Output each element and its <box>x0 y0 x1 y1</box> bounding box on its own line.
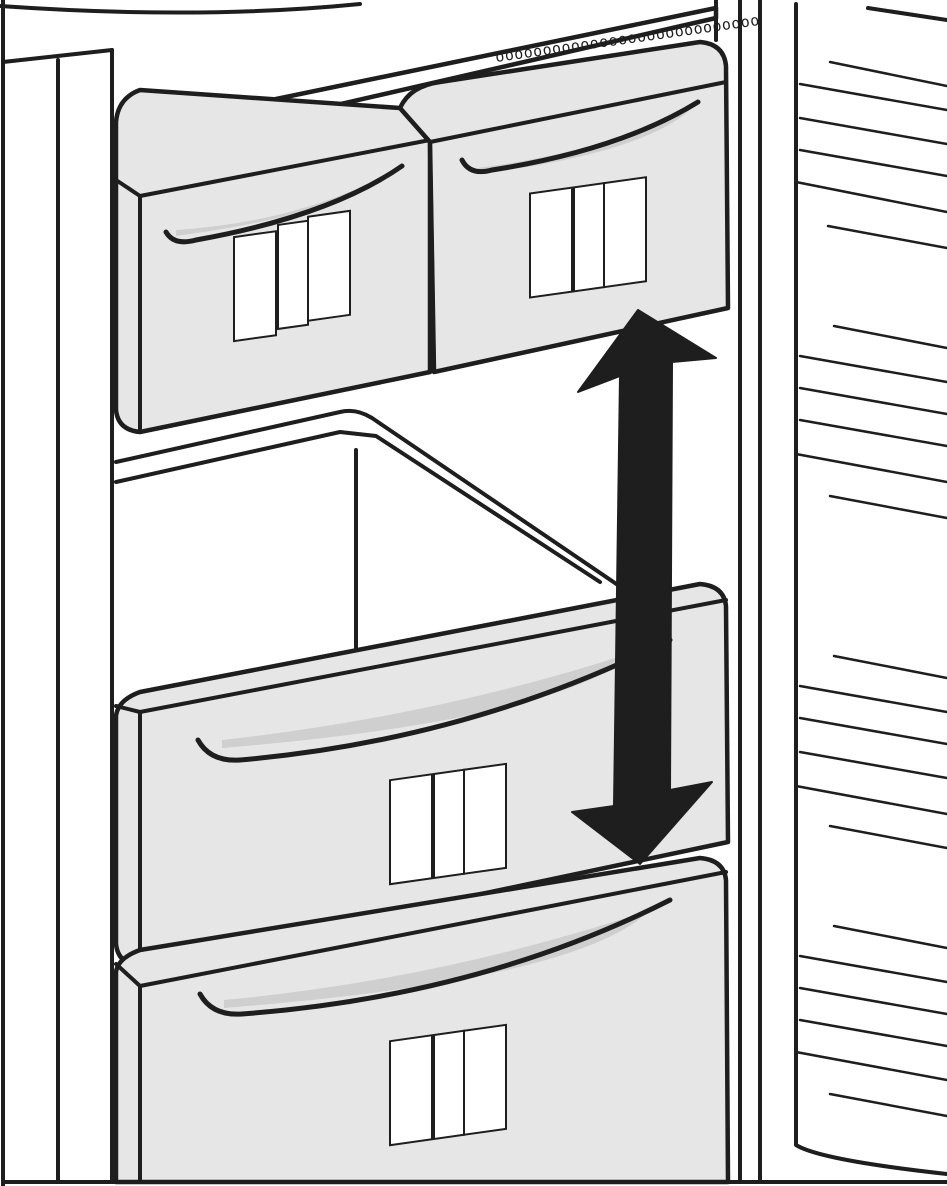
drawer-label-card <box>529 176 647 299</box>
drawer-label-card <box>389 1023 507 1147</box>
drawer-label-card <box>389 762 507 886</box>
middle-drawer <box>113 581 731 969</box>
double-arrow-icon <box>571 309 717 865</box>
upper-right-drawer <box>397 39 731 375</box>
door-shelf-lines <box>794 60 947 1118</box>
open-tray <box>114 408 642 654</box>
bottom-drawer <box>113 855 731 1185</box>
adjust-height-arrow <box>571 309 717 865</box>
drawer-handle <box>459 99 701 175</box>
door-panel <box>794 2 947 1176</box>
drawer-handle <box>163 163 405 245</box>
drawer-handle <box>195 637 673 763</box>
upper-left-drawer <box>113 87 433 435</box>
drawer-label-card <box>233 209 351 343</box>
drawer-handle <box>197 897 673 1017</box>
